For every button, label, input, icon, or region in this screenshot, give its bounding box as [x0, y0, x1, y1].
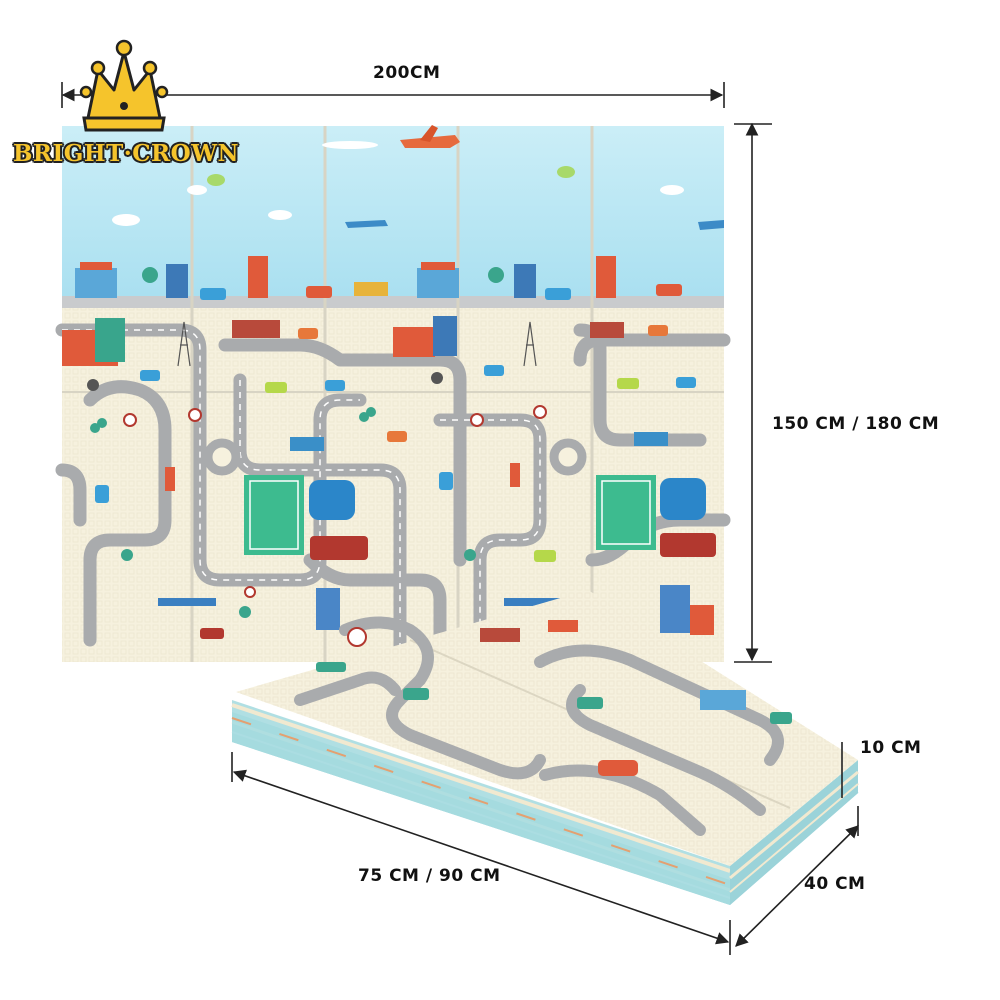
folded-width-label: 40 CM [804, 874, 866, 894]
unfolded-mat [55, 125, 731, 667]
thickness-label: 10 CM [860, 738, 922, 758]
plane-icon [400, 125, 460, 148]
brand-name: BRIGHT·CROWN [12, 140, 240, 167]
height-label: 150 CM / 180 CM [772, 414, 940, 434]
folded-length-label: 75 CM / 90 CM [358, 866, 501, 886]
crown-icon [79, 39, 169, 132]
dimension-lines [61, 82, 859, 955]
width-label: 200CM [373, 63, 441, 83]
